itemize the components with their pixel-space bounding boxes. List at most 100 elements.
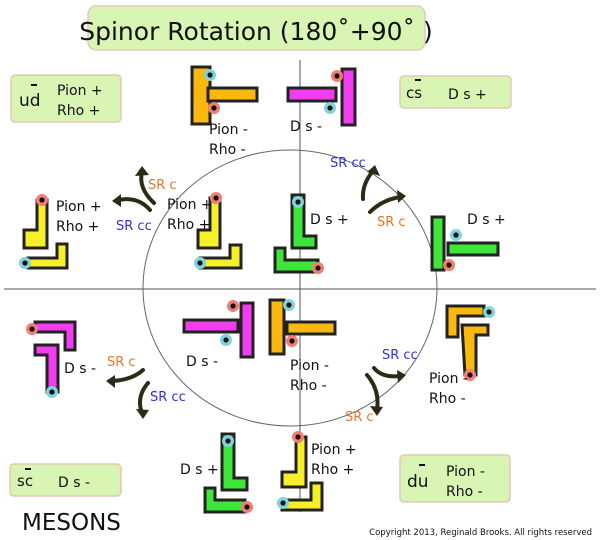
- sr-cc-label: SR cc: [382, 348, 418, 363]
- particle-label: Rho -: [290, 378, 327, 394]
- magenta-spinor-piece: [286, 67, 357, 127]
- particle-label: Rho +: [311, 462, 354, 478]
- rotation-circle: [142, 149, 438, 427]
- spinor-segment: [446, 241, 500, 257]
- dot-center: [230, 303, 236, 309]
- yellow-spinor-piece: [19, 194, 69, 270]
- dot-center: [315, 265, 321, 271]
- dot-center: [467, 372, 473, 378]
- quark-du: du: [407, 472, 429, 492]
- spinor-segment: [340, 67, 357, 127]
- dot-center: [327, 105, 333, 111]
- particle-label: Pion +: [167, 197, 213, 213]
- particle-label: Pion -: [290, 358, 329, 374]
- green-spinor-piece: [203, 432, 253, 514]
- spinor-pieces: [19, 65, 500, 514]
- spinor-segment: [206, 86, 259, 103]
- svg-text:Pion +: Pion +: [57, 83, 103, 99]
- dot-center: [286, 302, 292, 308]
- spinor-segment: [280, 481, 324, 512]
- legend-du: du Pion - Rho -: [399, 454, 511, 503]
- title-box: [87, 5, 426, 51]
- svg-text:Rho +: Rho +: [57, 103, 100, 119]
- green-spinor-piece: [273, 193, 324, 274]
- spinor-segment: [445, 304, 486, 339]
- dot-center: [446, 262, 452, 268]
- particle-label: Rho -: [209, 142, 246, 158]
- copyright: Copyright 2013, Reginald Brooks. All rig…: [369, 528, 592, 538]
- particle-label: Pion -: [209, 122, 248, 138]
- particle-label: D s -: [64, 361, 96, 377]
- magenta-spinor-piece: [182, 300, 255, 359]
- dot-center: [225, 438, 231, 444]
- dot-center: [486, 309, 492, 315]
- dot-center: [49, 389, 55, 395]
- dot-center: [207, 72, 213, 78]
- particle-label: D s -: [290, 119, 322, 135]
- particle-label: Pion -: [429, 371, 468, 387]
- rotation-arrows: [106, 165, 406, 419]
- sr-c-label: SR c: [107, 355, 136, 370]
- title: Spinor Rotation (180˚+90˚ ): [79, 17, 432, 46]
- particle-label: D s +: [467, 212, 506, 228]
- spinor-segment: [268, 298, 286, 356]
- dot-center: [211, 105, 217, 111]
- svg-text:Pion -: Pion -: [446, 464, 485, 480]
- spinor-segment: [273, 246, 320, 274]
- arrow-icon: [360, 169, 375, 201]
- orange-spinor-piece: [190, 65, 259, 126]
- particle-label: Rho -: [429, 391, 466, 407]
- arrow-icon: [138, 381, 150, 415]
- svg-text:Rho -: Rho -: [446, 484, 483, 500]
- dot-center: [22, 260, 28, 266]
- sr-c-label: SR c: [148, 178, 177, 193]
- legend-ud: ud Pion + Rho +: [10, 74, 122, 123]
- sr-c-label: SR c: [345, 410, 374, 425]
- spinor-segment: [460, 323, 490, 377]
- spinor-segment: [239, 301, 255, 359]
- particle-label: D s +: [180, 462, 219, 478]
- sr-cc-label: SR cc: [150, 390, 186, 405]
- spinor-segment: [203, 486, 247, 514]
- mesons-heading: MESONS: [22, 510, 121, 536]
- dot-center: [280, 500, 286, 506]
- spinor-segment: [33, 343, 60, 394]
- dot-center: [213, 195, 219, 201]
- yellow-spinor-piece: [194, 192, 243, 270]
- spinor-segment: [430, 215, 446, 272]
- dot-center: [453, 232, 459, 238]
- spinor-segment: [22, 198, 49, 250]
- particle-label: D s -: [186, 354, 218, 370]
- dot-center: [334, 73, 340, 79]
- quark-ud: ud: [19, 91, 41, 111]
- sr-c-label: SR c: [377, 215, 406, 230]
- dot-center: [244, 504, 250, 510]
- arrow-icon: [116, 197, 152, 212]
- green-spinor-piece: [430, 215, 500, 272]
- quark-sc: sc: [17, 472, 33, 490]
- particle-label: Rho +: [167, 217, 210, 233]
- dot-center: [295, 199, 301, 205]
- legend-sc: sc D s -: [9, 463, 122, 497]
- spinor-segment: [290, 193, 318, 250]
- particle-label: Rho +: [56, 219, 99, 235]
- particle-label: Pion +: [56, 199, 102, 215]
- dot-center: [295, 434, 301, 440]
- spinor-segment: [285, 320, 337, 336]
- arrow-icon: [372, 366, 402, 379]
- magenta-spinor-piece: [26, 320, 77, 398]
- legend-cs: cs D s +: [399, 75, 512, 109]
- dot-center: [29, 326, 35, 332]
- dot-center: [289, 338, 295, 344]
- spinor-segment: [190, 65, 212, 126]
- spinor-segment: [220, 432, 249, 492]
- sr-cc-label: SR cc: [116, 219, 152, 234]
- orange-spinor-piece: [445, 304, 495, 381]
- particle-label: Pion +: [311, 442, 357, 458]
- yellow-spinor-piece: [277, 431, 324, 512]
- svg-text:D s -: D s -: [58, 475, 90, 491]
- dot-center: [197, 260, 203, 266]
- sr-cc-label: SR cc: [330, 156, 366, 171]
